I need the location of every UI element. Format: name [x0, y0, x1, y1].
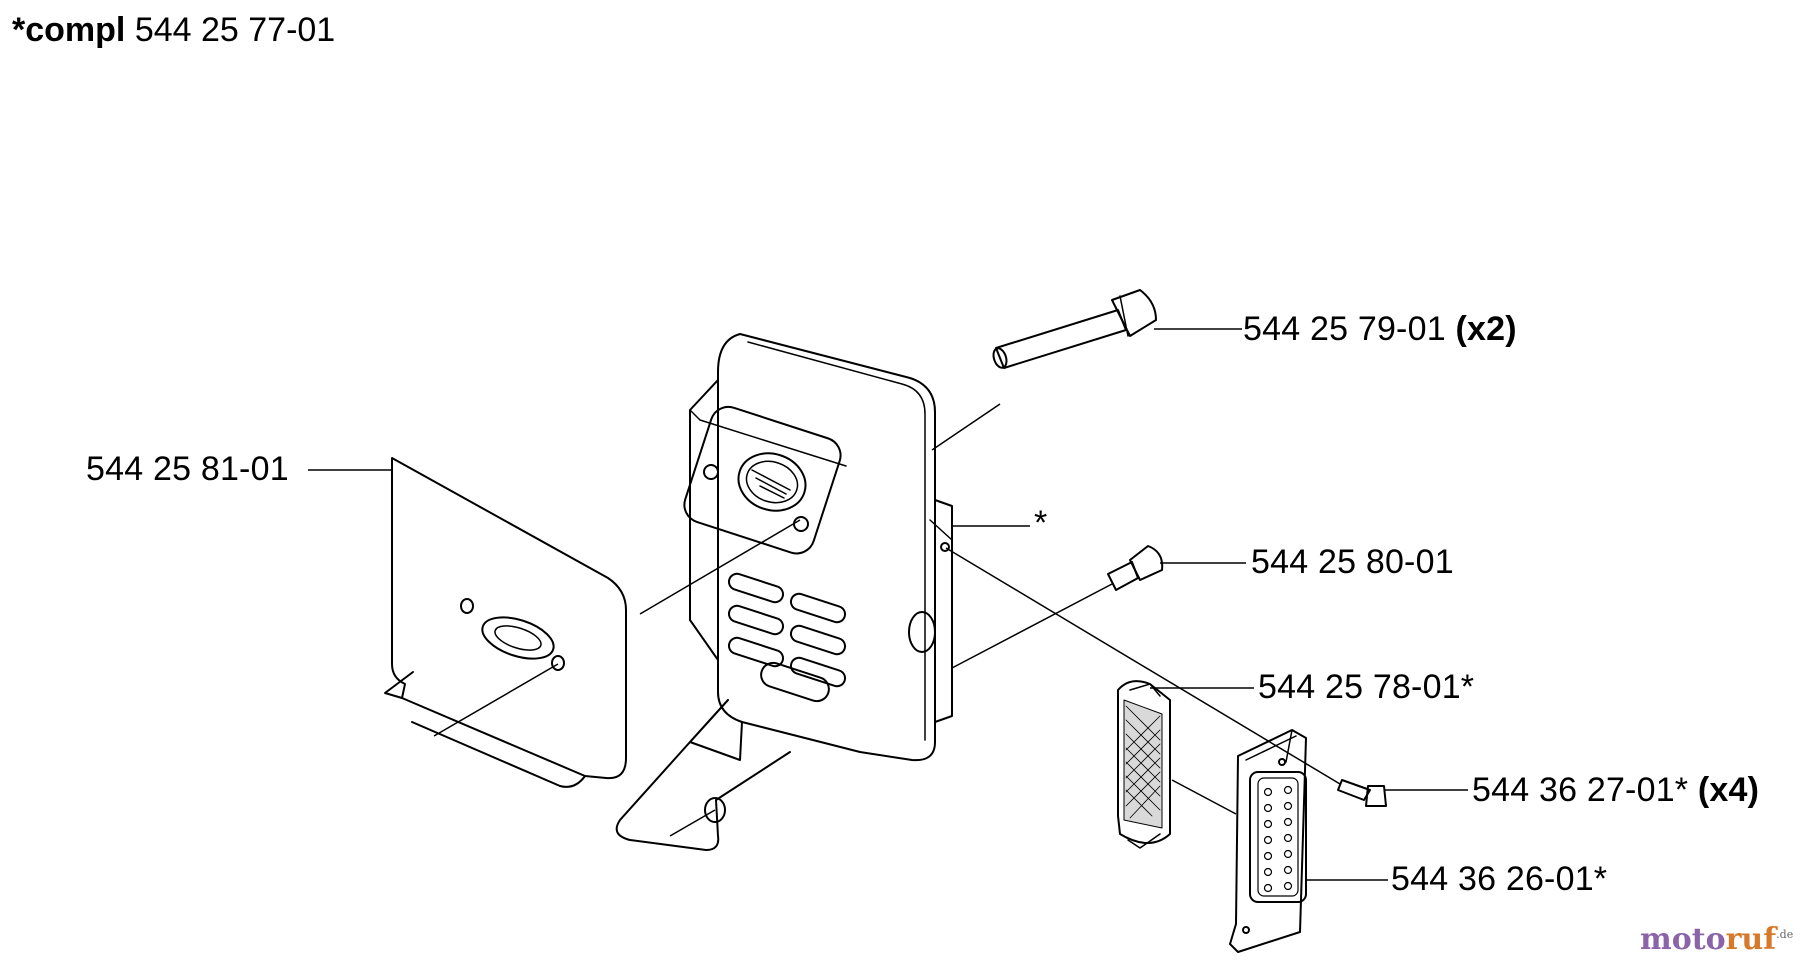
watermark-part-a: moto	[1640, 922, 1726, 957]
callout-cover-part: 544 36 26-01*	[1391, 860, 1608, 898]
diagram-title: *compl 544 25 77-01	[12, 10, 335, 50]
callout-cover-screw: 544 36 27-01* (x4)	[1472, 770, 1759, 810]
callout-gasket-part: 544 25 81-01	[86, 450, 289, 488]
callout-cover-screw-qty: (x4)	[1697, 771, 1760, 809]
cover-screw	[1337, 779, 1387, 807]
callout-bolt-qty: (x2)	[1455, 310, 1517, 348]
callout-spark-screen: 544 25 78-01*	[1258, 667, 1474, 707]
muffler-body	[683, 333, 953, 762]
callout-screw: 544 25 80-01	[1251, 542, 1454, 582]
spark-screen	[1117, 680, 1171, 849]
callout-cover: 544 36 26-01*	[1391, 859, 1607, 899]
title-part-number: 544 25 77-01	[134, 11, 336, 49]
callout-screw-part: 544 25 80-01	[1251, 543, 1454, 581]
short-screw	[1107, 545, 1164, 591]
watermark-part-b: ruf	[1725, 922, 1777, 957]
callout-cover-screw-part: 544 36 27-01*	[1472, 771, 1689, 809]
watermark-suffix: .de	[1776, 928, 1794, 941]
leader-lines	[308, 328, 1468, 881]
cover-plate	[1229, 729, 1307, 953]
callout-muffler-marker: *	[1034, 504, 1048, 542]
callout-bolt-part: 544 25 79-01	[1243, 310, 1446, 348]
title-prefix: *compl	[12, 11, 126, 49]
long-bolt	[992, 289, 1157, 369]
callout-gasket: 544 25 81-01	[86, 449, 289, 489]
mounting-bracket	[615, 661, 830, 851]
site-watermark: motoruf.de	[1640, 922, 1793, 957]
callout-muffler-body: *	[1034, 503, 1047, 543]
callout-spark-screen-part: 544 25 78-01*	[1258, 668, 1475, 706]
gasket-plate	[384, 457, 627, 788]
callout-bolt: 544 25 79-01 (x2)	[1243, 309, 1517, 349]
